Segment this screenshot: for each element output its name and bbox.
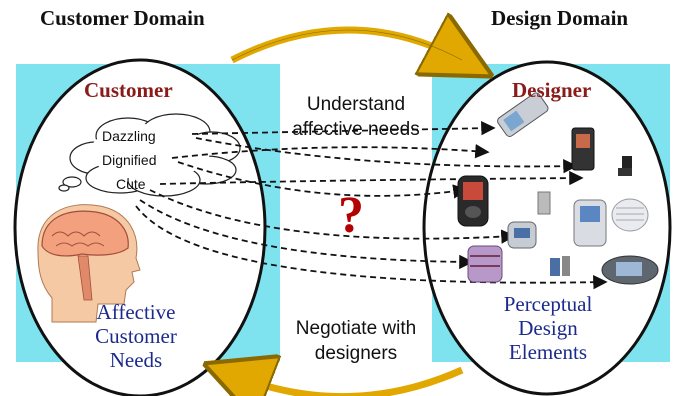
phone-image-11 [601,255,659,285]
phone-image-2 [571,127,595,171]
understand-line-1: Understand [306,94,406,115]
customer-caption-line-3: Needs [109,348,163,372]
design-domain-title: Design Domain [491,6,629,30]
word-cute: Cute [116,176,146,192]
head-illustration [37,204,141,323]
negotiate-text: Negotiate with designers [280,316,432,366]
phone-image-3 [618,156,632,176]
customer-caption: Affective Customer Needs [66,300,206,372]
understand-text: Understand affective needs [280,92,432,142]
phone-image-4 [457,175,489,227]
designer-caption: Perceptual Design Elements [478,292,618,364]
negotiate-line-2: designers [314,343,398,364]
designer-caption-line-3: Elements [508,340,588,364]
phone-image-9 [467,245,503,283]
phone-image-6 [573,199,607,247]
designer-caption-line-1: Perceptual [503,292,593,316]
product-images [457,92,659,285]
connector-arrows [135,121,608,290]
center-column [280,64,432,362]
customer-caption-line-1: Affective [96,300,176,324]
negotiate-line-1: Negotiate with [295,318,417,339]
thought-cloud [58,113,241,197]
word-dignified: Dignified [102,152,157,168]
designer-caption-line-2: Design [518,316,578,340]
top-gold-arrow-outline [231,29,463,61]
customer-label: Customer [84,78,173,102]
phone-image-7 [611,198,649,232]
question-mark: ? [338,187,364,244]
bottom-gold-arrow [236,370,464,396]
understand-line-2: affective needs [292,119,420,140]
phone-image-8 [507,221,537,249]
customer-domain-title: Customer Domain [40,6,205,30]
phone-image-1 [497,92,549,137]
phone-image-10 [550,256,570,276]
phone-image-5 [537,191,551,215]
customer-caption-line-2: Customer [95,324,177,348]
designer-label: Designer [512,78,592,102]
word-dazzling: Dazzling [102,128,156,144]
